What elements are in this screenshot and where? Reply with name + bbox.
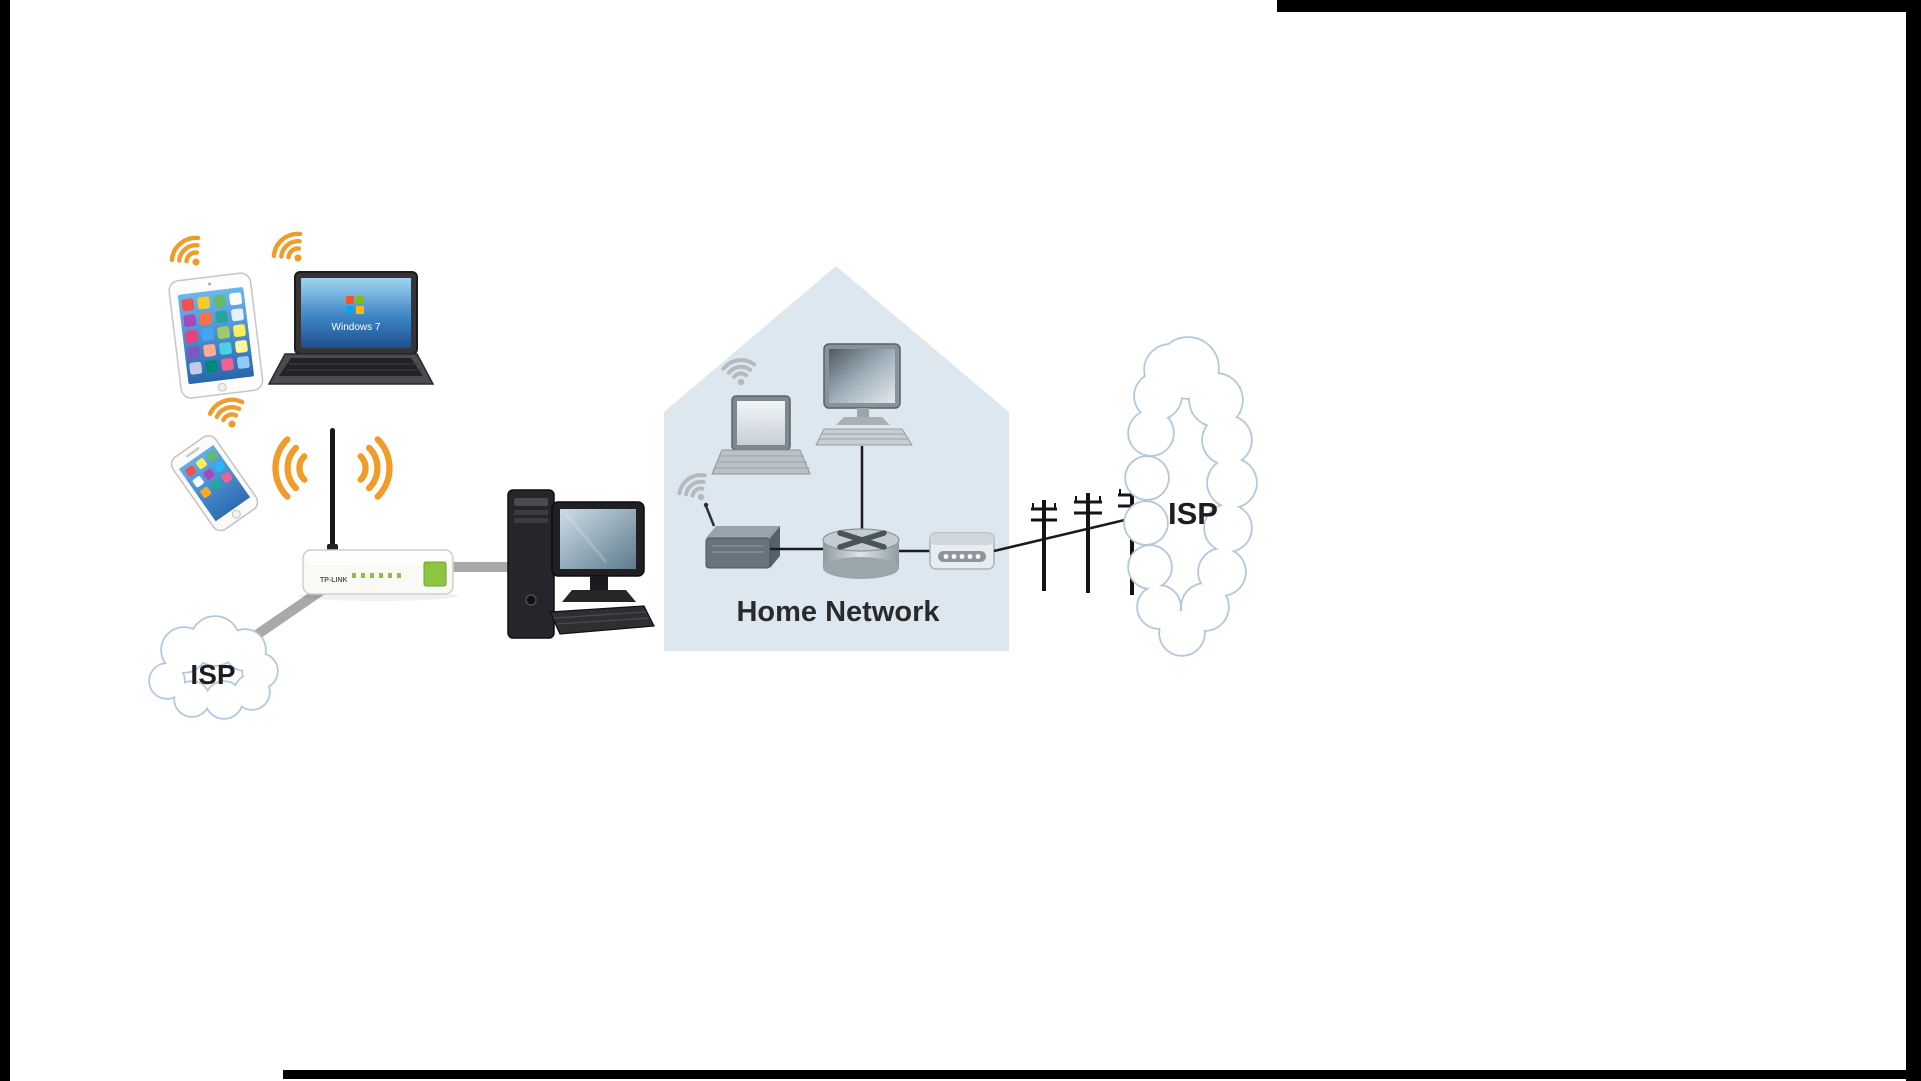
laptop-wifi-icon [269,228,313,271]
tablet-wifi-icon [167,232,211,275]
modem-device [929,532,995,570]
access-point-device [703,502,780,569]
router-wifi-icon-left [275,439,304,496]
desktop-computer-device [507,489,655,639]
house-desktop-device [815,343,913,446]
telephone-pole [1074,493,1102,593]
router-led-row [352,573,401,578]
isp-cloud-left: ISP [148,615,279,720]
isp-label-right: ISP [1168,496,1218,531]
wireless-router-device: TP-LINK [275,428,458,601]
router-brand-label: TP-LINK [320,577,348,584]
telephone-poles [1031,487,1146,595]
smartphone-wifi-icon [208,395,250,433]
windows-logo-icon [346,296,364,314]
home-network-label: Home Network [736,596,940,628]
screen-edge-bar-left [0,0,10,1081]
router-to-isp-cable [253,585,327,639]
router-green-badge [423,561,447,587]
smartphone-device [170,434,259,532]
windows-7-label: Windows 7 [332,322,381,333]
isp-cloud-right: ISP [1123,336,1258,657]
screen-edge-bar-right [1906,0,1921,1081]
phone-app-grid [185,450,233,498]
screen-edge-bar-bottom [283,1070,1906,1079]
network-router-device [822,528,900,579]
tablet-device [168,272,264,399]
tablet-app-grid [181,292,250,375]
telephone-pole [1031,500,1057,591]
router-wifi-icon-right [361,439,390,496]
screen-edge-bar-top-right [1277,0,1921,12]
house-outline [664,266,1009,651]
isp-label-left: ISP [190,659,235,690]
laptop-device: Windows 7 [267,271,435,385]
router-antenna [330,428,335,552]
house-laptop-device [711,395,811,475]
